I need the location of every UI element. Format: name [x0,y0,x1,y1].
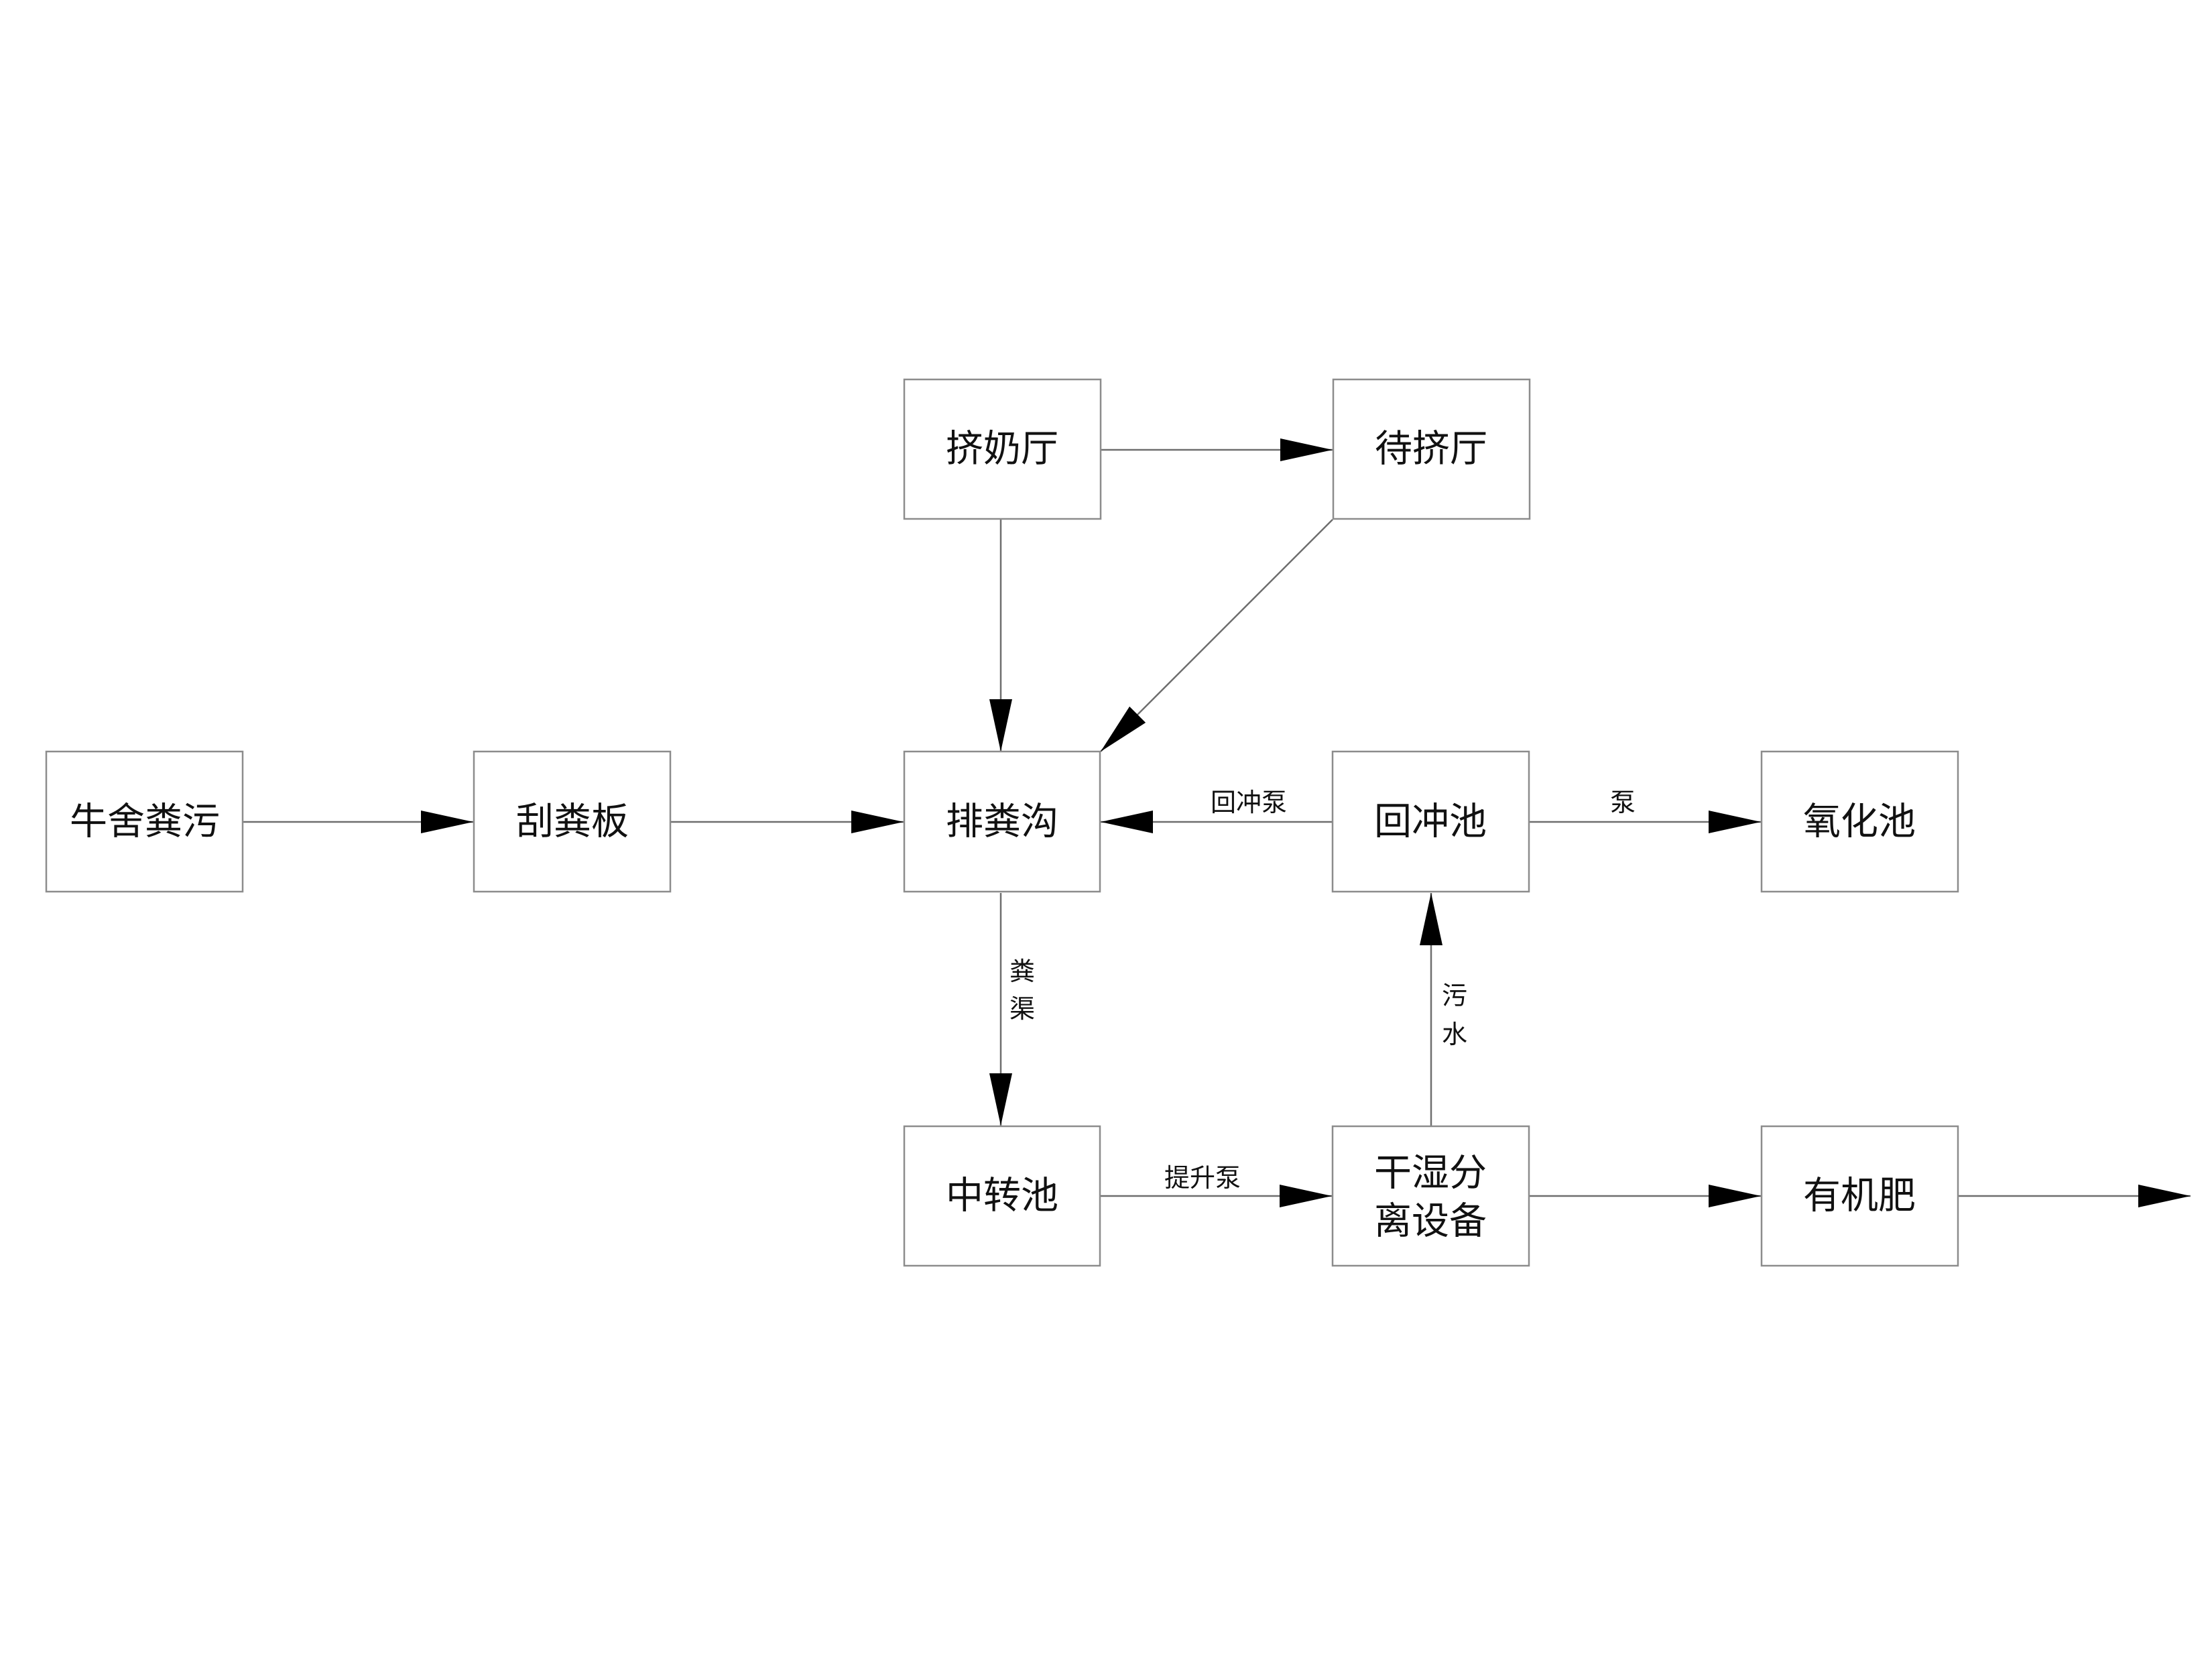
node-label-jinai: 挤奶厅 [946,428,1058,471]
node-niushe: 牛舍粪污 [45,750,244,893]
edge-label-beng: 泵 [1610,788,1636,817]
node-huichongchi: 回冲池 [1331,750,1530,893]
node-zhongzhuan: 中转池 [903,1125,1101,1267]
edge-daiji-to-paifen [1100,519,1333,752]
edge-label-wushui-2: 水 [1442,1020,1467,1049]
node-label-guafen: 刮粪板 [516,800,629,844]
node-youjifei: 有机肥 [1760,1125,1959,1267]
node-label-yanghua: 氧化池 [1803,800,1916,844]
node-jinai: 挤奶厅 [903,378,1102,520]
edge-label-tishengbeng: 提升泵 [1164,1163,1241,1193]
node-label-paifen: 排粪沟 [946,800,1058,844]
node-label-ganshi-line2: 离设备 [1374,1200,1487,1244]
node-ganshi: 干湿分 离设备 [1331,1125,1530,1267]
edge-label-huichongbeng: 回冲泵 [1211,788,1287,817]
node-paifen: 排粪沟 [903,750,1101,893]
node-label-huichongchi: 回冲池 [1374,800,1487,844]
edge-label-fenqu-1: 粪 [1009,957,1035,986]
node-yanghua: 氧化池 [1760,750,1959,893]
node-label-zhongzhuan: 中转池 [946,1175,1058,1218]
edge-label-wushui-1: 污 [1442,981,1467,1010]
node-label-daiji: 待挤厅 [1375,428,1487,471]
node-label-youjifei: 有机肥 [1803,1175,1916,1218]
edge-label-fenqu-2: 渠 [1009,994,1035,1024]
node-guafen: 刮粪板 [473,750,672,893]
node-label-ganshi-line1: 干湿分 [1374,1152,1487,1195]
node-label-niushe: 牛舍粪污 [70,800,220,844]
node-daiji: 待挤厅 [1332,378,1531,520]
